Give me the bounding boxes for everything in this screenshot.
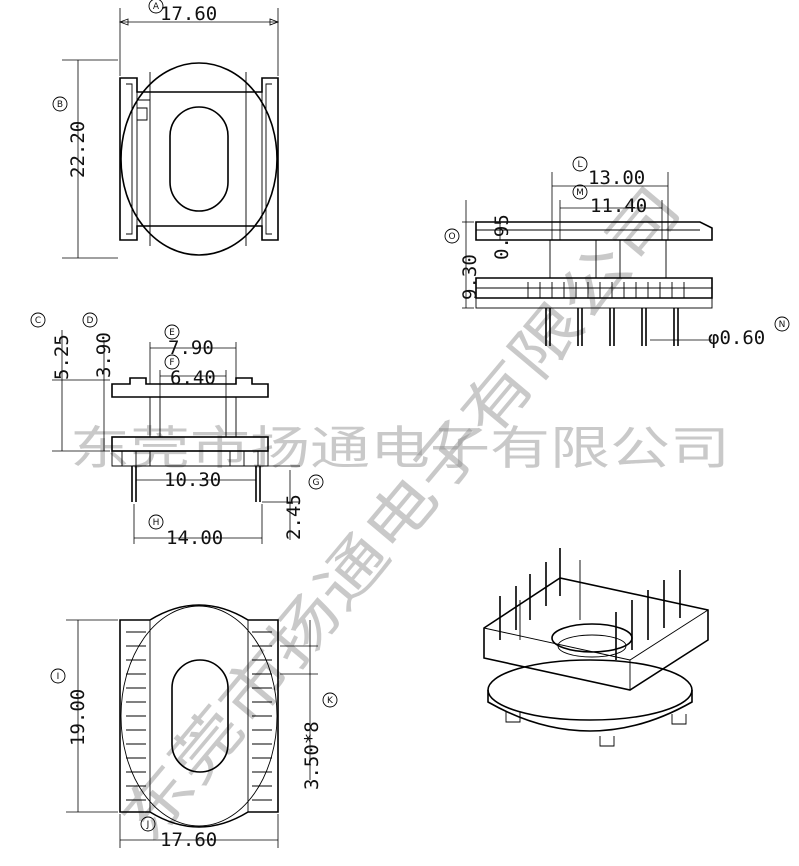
dimension-j-value: 17.60 bbox=[160, 829, 217, 851]
dimension-g: 2.45 bbox=[262, 465, 305, 540]
bottom-view bbox=[119, 604, 279, 828]
top-view bbox=[119, 62, 279, 256]
marker-circle-c bbox=[30, 312, 46, 328]
marker-label-a: A bbox=[153, 2, 160, 12]
marker-circle-k bbox=[322, 692, 338, 708]
marker-circle-a bbox=[148, 0, 164, 14]
marker-label-l: L bbox=[577, 160, 582, 170]
dimension-a: 17.60 bbox=[118, 3, 280, 76]
dimension-d-value: 3.90 bbox=[93, 332, 115, 378]
dimension-p: 0.95 bbox=[491, 214, 513, 260]
dimension-o: 9.30 bbox=[459, 200, 481, 309]
marker-label-o: O bbox=[448, 232, 455, 242]
dimension-e: 7.90 bbox=[149, 337, 237, 384]
marker-circle-d bbox=[82, 312, 98, 328]
marker-circle-l bbox=[572, 156, 588, 172]
marker-circle-h bbox=[148, 514, 164, 530]
dimension-p-value: 0.95 bbox=[491, 214, 513, 260]
marker-circle-j bbox=[140, 816, 156, 832]
dimension-b: 22.20 bbox=[62, 59, 118, 259]
dimension-k-value: 3.50*8 bbox=[301, 721, 323, 790]
dimension-i-value: 19.00 bbox=[67, 689, 89, 746]
marker-label-n: N bbox=[779, 320, 786, 330]
side-view bbox=[475, 221, 713, 346]
dimension-a-value: 17.60 bbox=[160, 3, 217, 25]
marker-label-f: F bbox=[169, 358, 174, 368]
dimension-k: 3.50*8 bbox=[280, 620, 323, 790]
dimension-f: 6.40 bbox=[159, 367, 227, 397]
marker-circle-o bbox=[444, 228, 460, 244]
marker-label-j: J bbox=[146, 820, 150, 830]
dimension-o-value: 9.30 bbox=[459, 254, 481, 300]
dimension-h-value: 14.00 bbox=[166, 527, 223, 549]
dimension-n: φ0.60 bbox=[650, 327, 765, 349]
dimension-q: 10.30 bbox=[136, 469, 256, 491]
marker-label-b: B bbox=[57, 100, 63, 110]
marker-circle-n bbox=[774, 316, 790, 332]
markers: A B C D E F G H I J K L M N O bbox=[30, 0, 790, 832]
dimension-i: 19.00 bbox=[66, 619, 118, 813]
marker-circle-i bbox=[50, 668, 66, 684]
dimension-c: 5.25 bbox=[51, 330, 110, 452]
dimension-m-value: 11.40 bbox=[590, 195, 647, 217]
dimension-l: 13.00 bbox=[551, 167, 669, 240]
watermark-diagonal: 东莞市扬通电子有限公司 bbox=[108, 174, 695, 855]
dimension-n-value: φ0.60 bbox=[708, 327, 765, 349]
marker-label-g: G bbox=[313, 478, 320, 488]
marker-label-c: C bbox=[35, 316, 41, 326]
marker-label-k: K bbox=[327, 696, 334, 706]
marker-circle-b bbox=[52, 96, 68, 112]
dimension-g-value: 2.45 bbox=[283, 494, 305, 540]
marker-label-m: M bbox=[576, 188, 584, 198]
marker-circle-e bbox=[164, 324, 180, 340]
marker-label-i: I bbox=[57, 672, 60, 682]
dimension-j: 17.60 bbox=[119, 814, 279, 851]
marker-circle-m bbox=[572, 184, 588, 200]
dimension-d: 3.90 bbox=[93, 332, 115, 451]
dimension-b-value: 22.20 bbox=[67, 121, 89, 178]
dimension-c-value: 5.25 bbox=[51, 334, 73, 380]
marker-label-e: E bbox=[169, 328, 175, 338]
dimension-q-value: 10.30 bbox=[164, 469, 221, 491]
isometric-view bbox=[483, 548, 709, 747]
marker-label-h: H bbox=[153, 518, 160, 528]
dimension-f-value: 6.40 bbox=[170, 367, 216, 389]
marker-label-d: D bbox=[87, 316, 94, 326]
dimension-m: 11.40 bbox=[559, 195, 663, 240]
dimension-h: 14.00 bbox=[133, 504, 263, 549]
dimension-e-value: 7.90 bbox=[168, 337, 214, 359]
dimension-l-value: 13.00 bbox=[588, 167, 645, 189]
marker-circle-g bbox=[308, 474, 324, 490]
marker-circle-f bbox=[164, 354, 180, 370]
